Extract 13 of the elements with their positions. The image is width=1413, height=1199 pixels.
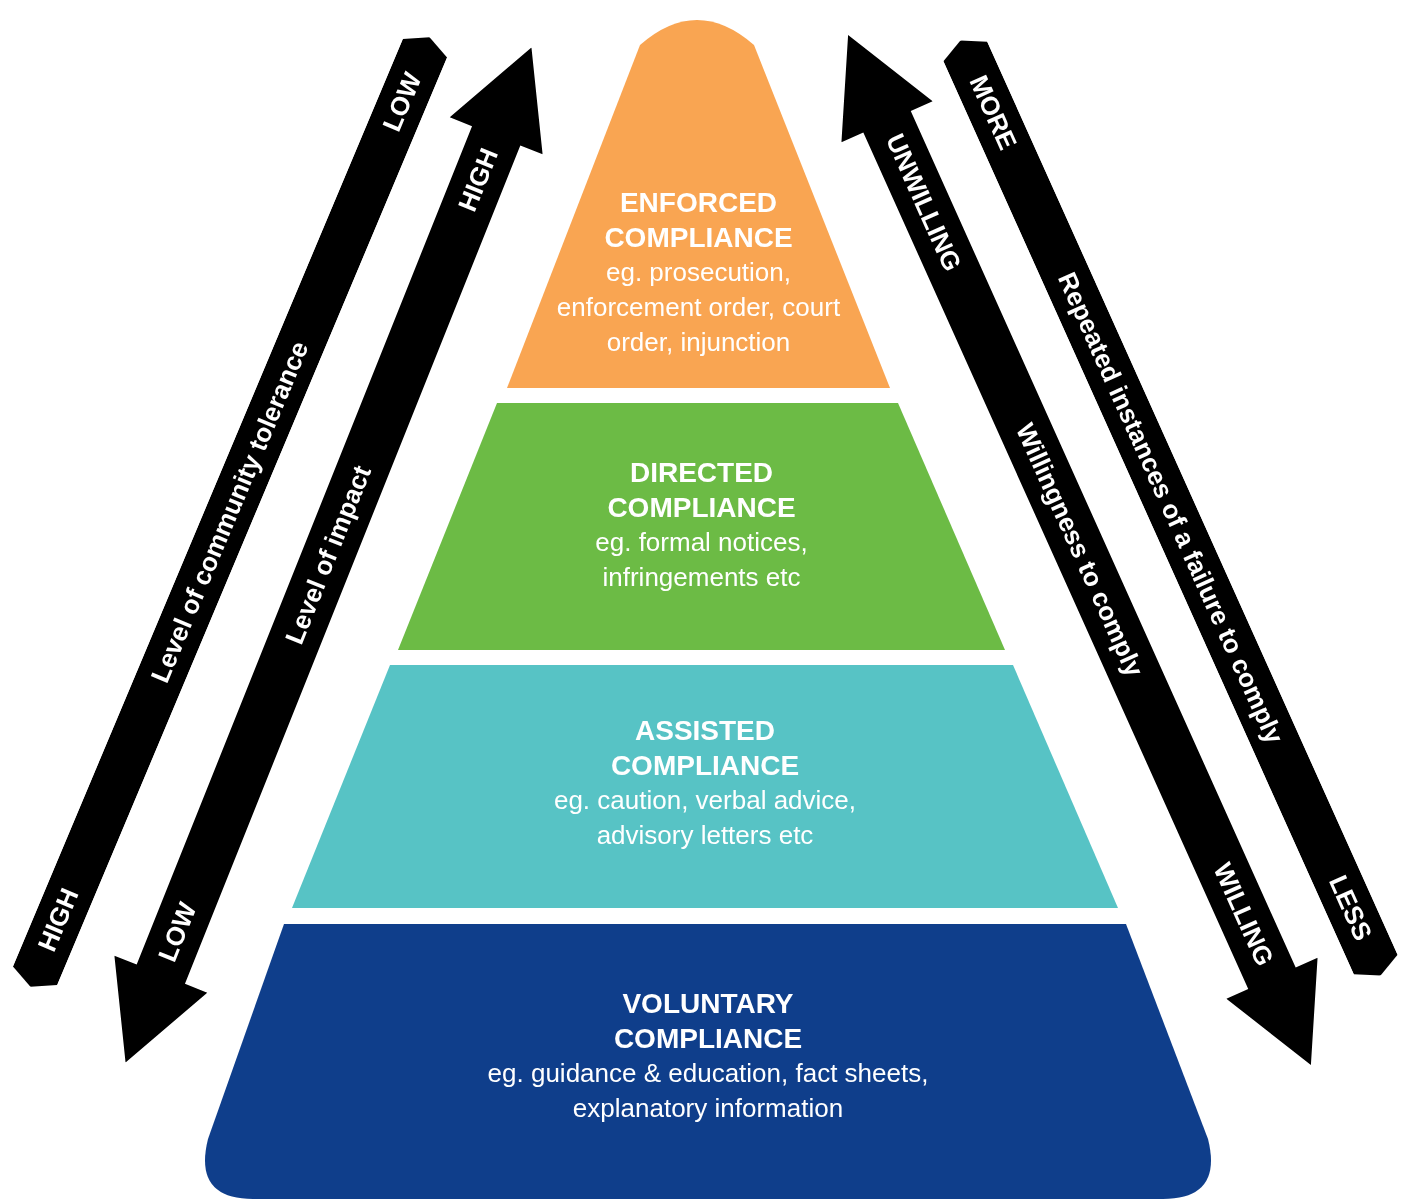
tier-heading: DIRECTED COMPLIANCE — [606, 456, 797, 525]
scale-end-label: HIGH — [31, 883, 86, 956]
tier-description: eg. caution, verbal advice, advisory letters etc — [552, 784, 858, 852]
scale-end-label: LOW — [376, 68, 429, 137]
scale-end-label: LOW — [151, 898, 203, 967]
tier-description: eg. prosecution, enforcement order, court order, injunction — [555, 256, 842, 359]
tier-description: eg. formal notices, infringements etc — [594, 526, 809, 594]
scale-end-label: HIGH — [451, 143, 505, 216]
scale-end-label: LESS — [1321, 870, 1378, 946]
tier-description: eg. guidance & education, fact sheets, explanatory information — [486, 1057, 930, 1125]
tier-heading: ASSISTED COMPLIANCE — [609, 714, 801, 783]
tier-heading: VOLUNTARY COMPLIANCE — [612, 987, 804, 1056]
tier-heading: ENFORCED COMPLIANCE — [603, 186, 794, 255]
